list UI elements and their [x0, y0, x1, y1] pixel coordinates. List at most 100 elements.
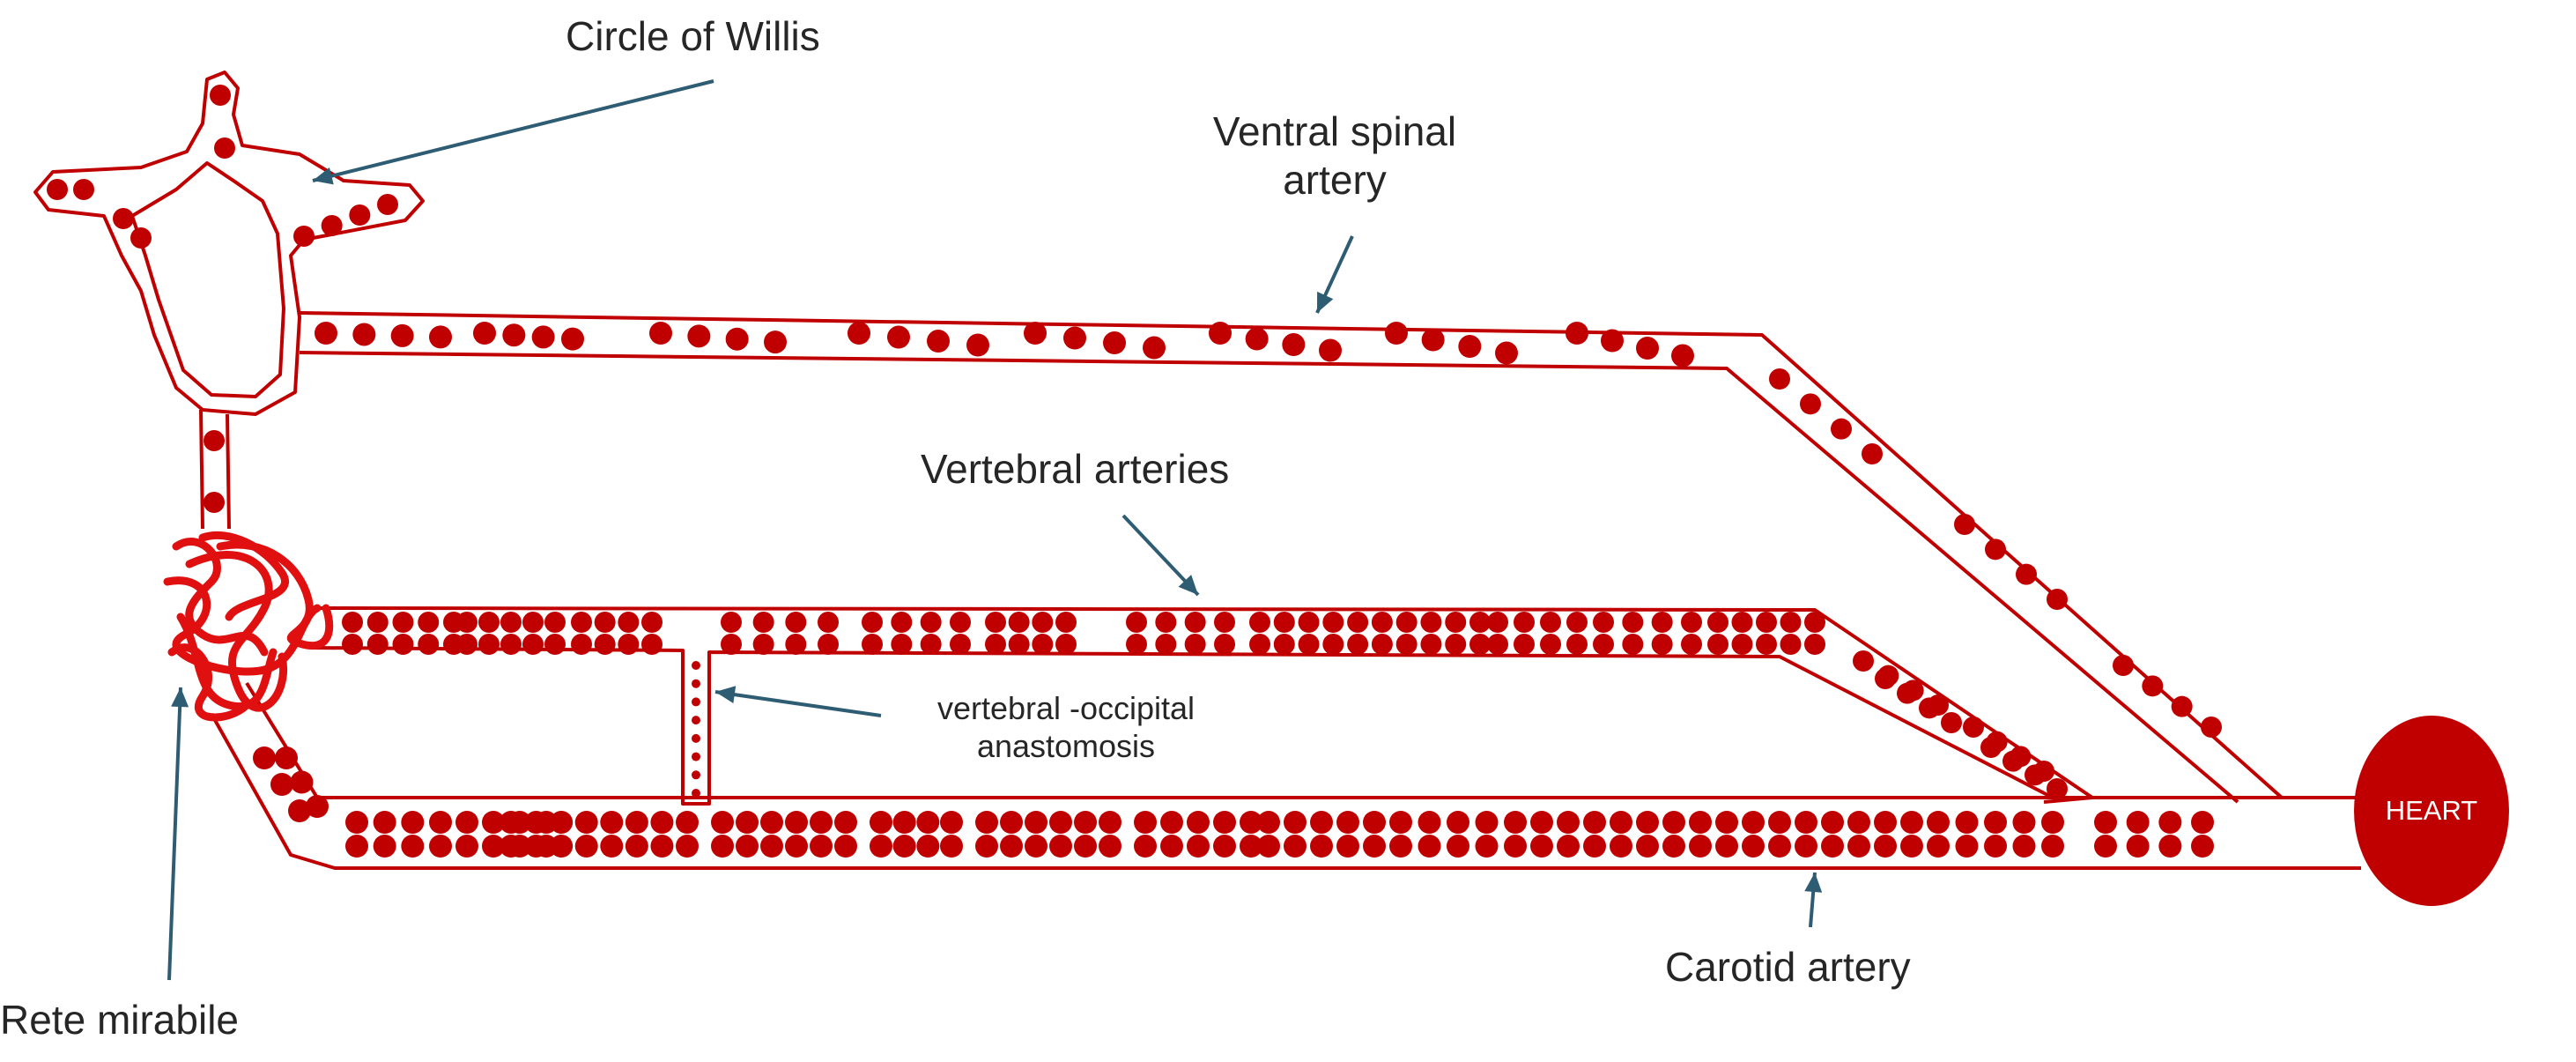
- blood-cell: [1126, 634, 1147, 655]
- blood-cell: [130, 227, 152, 249]
- blood-cell: [352, 323, 376, 346]
- blood-cell: [2025, 764, 2046, 786]
- arrow-rete-mirabile-head: [171, 687, 189, 708]
- blood-cell: [204, 492, 225, 513]
- blood-cell: [429, 325, 452, 349]
- blood-cell: [927, 330, 950, 353]
- blood-cell: [390, 323, 414, 347]
- blood-cell: [1874, 811, 1897, 834]
- blood-cell: [293, 226, 315, 247]
- blood-cell: [764, 330, 787, 354]
- rete-squiggle: [185, 551, 287, 712]
- blood-cell: [571, 612, 592, 633]
- blood-cell: [2171, 695, 2193, 717]
- blood-cell: [253, 746, 276, 769]
- circle-of-willis-inner: [130, 161, 285, 398]
- blood-cell: [1371, 634, 1393, 655]
- blood-cell: [950, 634, 971, 655]
- blood-cell: [1389, 811, 1412, 834]
- blood-cell: [2094, 811, 2117, 834]
- blood-cell: [1024, 322, 1047, 345]
- blood-cell: [1593, 634, 1614, 655]
- blood-cell: [752, 634, 774, 655]
- blood-cell: [392, 634, 414, 655]
- blood-cell: [692, 716, 700, 725]
- blood-cell: [594, 612, 616, 633]
- blood-cell: [834, 811, 857, 834]
- blood-cell: [1897, 682, 1918, 704]
- blood-cell: [785, 835, 808, 858]
- blood-cell: [600, 835, 624, 858]
- blood-cell: [1804, 634, 1825, 655]
- blood-cell: [73, 179, 94, 200]
- blood-cell: [1955, 811, 1979, 834]
- blood-cell: [892, 835, 916, 858]
- blood-cell: [1557, 811, 1580, 834]
- blood-cell: [692, 697, 700, 707]
- blood-cell: [1421, 328, 1445, 352]
- blood-cell: [1795, 835, 1817, 858]
- blood-cell: [1273, 634, 1295, 655]
- blood-cell: [785, 634, 807, 655]
- blood-cell: [1249, 634, 1270, 655]
- blood-cell: [676, 811, 699, 834]
- blood-cell: [985, 634, 1006, 655]
- arrow-ventral-spinal-head: [1317, 291, 1334, 313]
- blood-cell: [1447, 811, 1469, 834]
- blood-cell: [862, 612, 883, 633]
- ventral-spinal-artery-line1: Ventral spinal: [1212, 108, 1457, 154]
- blood-cell: [456, 612, 477, 633]
- blood-cell: [2016, 563, 2037, 585]
- blood-cell: [1540, 612, 1561, 633]
- blood-cell: [2191, 835, 2214, 858]
- blood-cell: [1636, 835, 1659, 858]
- blood-cell: [1954, 514, 1975, 535]
- blood-cell: [1155, 612, 1177, 633]
- blood-cell: [1074, 811, 1097, 834]
- blood-cell: [1715, 811, 1738, 834]
- blood-cell: [2113, 655, 2134, 676]
- blood-cell: [625, 811, 648, 834]
- circle-of-willis-label: Circle of Willis: [566, 13, 820, 59]
- blood-cell: [2126, 811, 2150, 834]
- blood-cell: [1310, 835, 1333, 858]
- blood-cell: [1160, 835, 1183, 858]
- blood-cell: [2201, 717, 2222, 738]
- blood-cell: [2012, 835, 2036, 858]
- blood-cell: [1847, 835, 1870, 858]
- blood-cell: [1213, 835, 1236, 858]
- blood-cell: [544, 612, 566, 633]
- blood-cell: [1985, 538, 2006, 561]
- blood-cell: [1371, 612, 1393, 633]
- blood-cell: [373, 835, 396, 858]
- blood-cell: [522, 634, 544, 655]
- blood-cell: [1984, 811, 2007, 834]
- blood-cell: [736, 811, 759, 834]
- blood-cell: [1469, 612, 1491, 633]
- blood-cell: [2126, 835, 2150, 858]
- blood-cell: [692, 661, 700, 670]
- heart-label: HEART: [2385, 795, 2478, 826]
- blood-cell: [641, 634, 663, 655]
- ventral-spinal-artery-line2: artery: [1283, 157, 1387, 204]
- blood-cell: [940, 835, 963, 858]
- blood-cell: [692, 733, 700, 743]
- blood-cell: [692, 770, 700, 780]
- blood-cell: [1213, 811, 1236, 834]
- blood-cell: [1134, 835, 1157, 858]
- blood-cell: [1636, 811, 1659, 834]
- blood-cell: [1731, 612, 1753, 633]
- blood-cell: [1322, 634, 1344, 655]
- blood-cell: [1155, 634, 1177, 655]
- blood-cell: [618, 634, 640, 655]
- blood-cell: [2094, 835, 2117, 858]
- blood-cell: [345, 811, 368, 834]
- blood-cell: [887, 325, 910, 349]
- arrow-vertebral-head: [1178, 575, 1198, 595]
- blood-cell: [1941, 712, 1962, 733]
- blood-cell: [594, 634, 616, 655]
- blood-cell: [1055, 612, 1077, 633]
- blood-cell: [2047, 589, 2068, 610]
- blood-cell: [1831, 418, 1852, 440]
- blood-cell: [2191, 811, 2214, 834]
